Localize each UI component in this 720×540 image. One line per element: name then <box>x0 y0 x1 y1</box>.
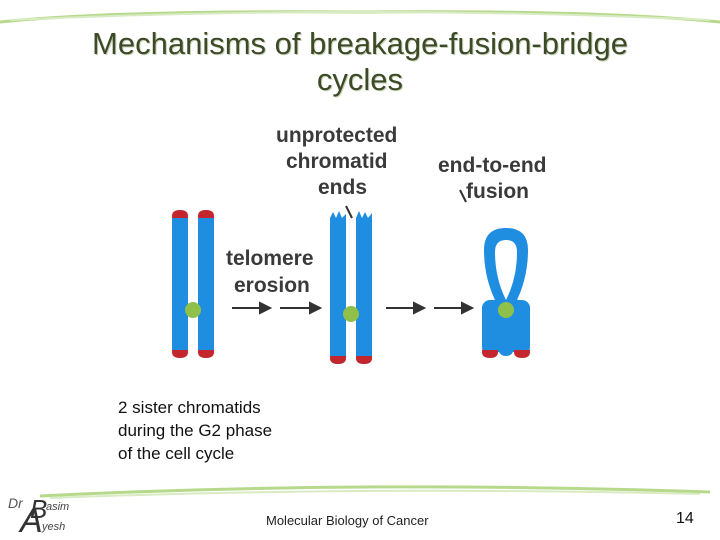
svg-text:asim: asim <box>46 501 69 513</box>
arrow-fusion <box>386 301 475 315</box>
svg-text:Dr: Dr <box>8 495 24 511</box>
label-unprotected-line-3: ends <box>318 176 367 199</box>
title-line-1: Mechanisms of breakage-fusion-bridge <box>92 26 628 61</box>
telomere-fused-left <box>482 350 498 358</box>
caption-line-1: 2 sister chromatids <box>118 398 261 417</box>
label-telomere: telomere <box>226 247 314 270</box>
eroded-chromosome <box>330 211 372 364</box>
caption: 2 sister chromatids during the G2 phase … <box>118 396 272 465</box>
page-number: 14 <box>676 510 694 527</box>
telomere-bottom-right <box>198 350 214 358</box>
telomere-fused-right <box>514 350 530 358</box>
pointer-fusion <box>459 189 467 203</box>
slide-title: Mechanisms of breakage-fusion-bridge cyc… <box>0 26 720 98</box>
label-erosion-line-2: erosion <box>234 274 310 297</box>
footer-course: Molecular Biology of Cancer <box>266 513 429 528</box>
label-unprotected-line-2: chromatid <box>286 150 388 173</box>
top-border-decoration <box>0 10 720 24</box>
telomere-remaining-right <box>356 356 372 364</box>
centromere <box>498 302 514 318</box>
label-erosion-line-1: telomere <box>226 247 314 270</box>
svg-text:yesh: yesh <box>41 521 65 533</box>
title-line-2: cycles <box>316 62 404 97</box>
arrow-erosion <box>232 301 323 315</box>
svg-text:A: A <box>18 502 43 538</box>
pointer-unprotected <box>345 205 353 219</box>
caption-line-3: of the cell cycle <box>118 444 235 463</box>
telomere-top-right <box>198 210 214 218</box>
bottom-border-decoration <box>39 485 711 499</box>
svg-text:B: B <box>30 494 47 524</box>
centromere <box>343 306 359 322</box>
telomere-bottom-left <box>172 350 188 358</box>
label-fusion-line-2: fusion <box>466 180 529 203</box>
fused-chromosome <box>482 228 530 358</box>
author-logo: Dr A B asim yesh <box>8 494 69 538</box>
intact-chromosome <box>172 210 214 358</box>
caption-line-2: during the G2 phase <box>118 421 273 440</box>
telomere-remaining-left <box>330 356 346 364</box>
label-erosion: erosion <box>234 274 310 297</box>
label-unprotected-line-1: unprotected <box>276 124 397 147</box>
label-fusion-line-1: end-to-end <box>438 154 546 177</box>
bfb-diagram: telomere erosion unprotected chromatid e… <box>172 124 546 364</box>
centromere <box>185 302 201 318</box>
telomere-top-left <box>172 210 188 218</box>
